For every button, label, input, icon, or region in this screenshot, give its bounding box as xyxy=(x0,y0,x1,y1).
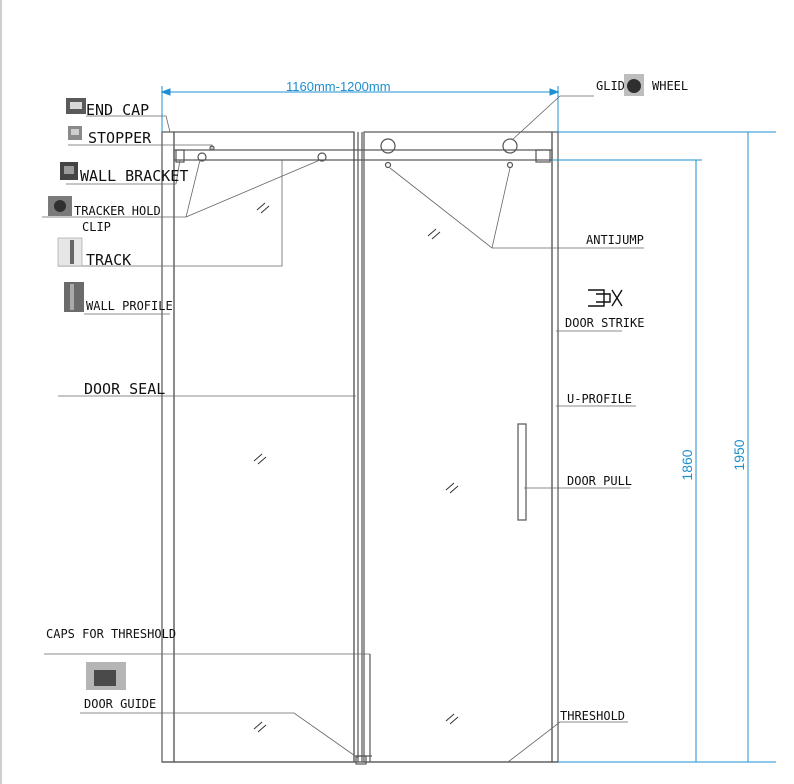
label-end-cap: END CAP xyxy=(86,101,149,119)
sliding-glass-panel xyxy=(363,131,553,763)
label-u-profile: U-PROFILE xyxy=(567,392,632,406)
label-wheel: WHEEL xyxy=(652,79,688,93)
label-threshold: THRESHOLD xyxy=(560,709,625,723)
wall-profile-left xyxy=(161,131,175,763)
wall-profile-icon xyxy=(64,282,84,312)
tracker-clip-1 xyxy=(197,152,207,162)
label-door-seal: DOOR SEAL xyxy=(84,380,165,398)
wheel-2 xyxy=(502,138,518,154)
label-door-guide: DOOR GUIDE xyxy=(84,697,156,711)
end-cap-right xyxy=(535,149,551,163)
width-dim-label: 1160mm-1200mm xyxy=(286,79,391,94)
end-cap-icon xyxy=(66,98,86,114)
dimension-lines xyxy=(160,86,776,763)
leader-tracker-clip-2 xyxy=(185,159,321,218)
leader-stopper xyxy=(68,144,213,150)
leader-lines xyxy=(42,95,644,763)
tracker-hold-clip-icon xyxy=(48,196,72,216)
stopper-icon xyxy=(68,126,82,140)
label-wall-profile: WALL PROFILE xyxy=(86,299,173,313)
label-caps-for-threshold: CAPS FOR THRESHOLD xyxy=(46,627,176,641)
door-guide-icon xyxy=(86,662,126,690)
track-height-dim-label: 1860 xyxy=(679,449,695,480)
door-frame xyxy=(161,131,559,765)
label-stopper: STOPPER xyxy=(88,129,152,147)
glass-hatches xyxy=(253,202,459,733)
track-icon xyxy=(57,237,83,267)
label-door-strike: DOOR STRIKE xyxy=(565,316,644,330)
u-profile-right xyxy=(551,131,559,763)
wheel-1 xyxy=(380,138,396,154)
leader-end-cap xyxy=(86,115,171,133)
width-arrow-left xyxy=(160,88,171,96)
antijump-2 xyxy=(506,161,514,169)
label-antijump: ANTIJUMP xyxy=(586,233,644,247)
leader-track xyxy=(58,160,283,267)
label-door-pull: DOOR PULL xyxy=(567,474,632,488)
leader-wall-bracket xyxy=(66,159,181,185)
label-tracker-hold: TRACKER HOLD xyxy=(74,204,161,218)
label-track: TRACK xyxy=(86,251,131,269)
door-pull xyxy=(517,423,527,521)
label-clip: CLIP xyxy=(82,220,111,234)
label-wall-bracket: WALL BRACKET xyxy=(80,167,188,185)
leader-threshold xyxy=(507,721,628,763)
door-guide xyxy=(355,755,367,765)
label-glid: GLID xyxy=(596,79,625,93)
leader-antijump-2 xyxy=(491,167,511,249)
part-labels: END CAP STOPPER WALL BRACKET TRACKER HOL… xyxy=(46,79,688,723)
tracker-clip-2 xyxy=(317,152,327,162)
door-strike-icon xyxy=(588,289,623,307)
glid-wheel-icon xyxy=(624,74,644,96)
wall-bracket-icon xyxy=(60,162,78,180)
width-arrow-right xyxy=(549,88,560,96)
part-thumbnails xyxy=(48,74,644,690)
fixed-glass-panel xyxy=(173,131,355,763)
track xyxy=(173,149,553,161)
total-height-dim-label: 1950 xyxy=(731,439,747,470)
antijump-1 xyxy=(384,161,392,169)
leader-door-guide xyxy=(80,712,359,759)
leader-glid-wheel xyxy=(511,95,594,141)
